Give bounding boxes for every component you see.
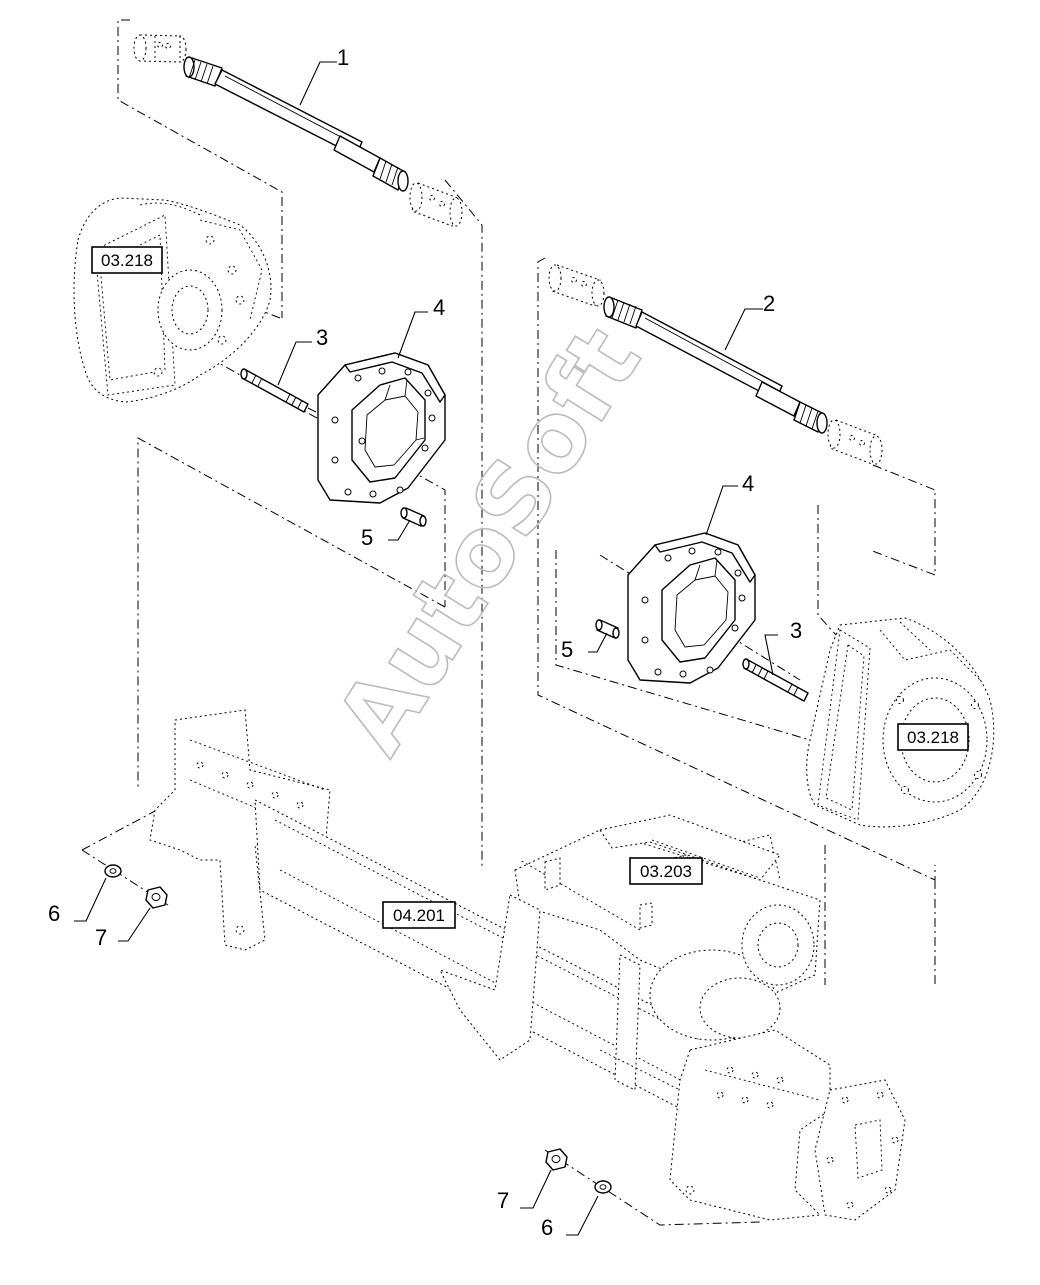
spacer-flange-left <box>317 352 446 504</box>
ref-box-03218-left[interactable]: 03.218 <box>91 246 163 274</box>
coupling-sleeve <box>133 34 187 63</box>
callout-4-left: 4 <box>433 295 445 320</box>
callout-1: 1 <box>337 45 349 70</box>
callout-5-right: 5 <box>561 637 573 662</box>
leader-lines <box>74 61 778 1236</box>
spacer-flange-right <box>627 532 756 684</box>
right-final-drive-housing <box>806 617 995 828</box>
drive-shaft-2 <box>548 264 883 465</box>
callout-3-left: 3 <box>316 325 328 350</box>
ref-box-03218-right[interactable]: 03.218 <box>897 723 969 751</box>
drive-shaft-1 <box>133 34 463 227</box>
callout-7-left: 7 <box>95 925 107 950</box>
ref-label: 03.218 <box>101 251 153 270</box>
dowel-pin-right <box>595 619 620 639</box>
callout-4-right: 4 <box>742 471 754 496</box>
ref-label: 04.201 <box>393 906 445 925</box>
callout-2: 2 <box>763 291 775 316</box>
dowel-pin-left <box>400 507 427 527</box>
ref-label: 03.218 <box>907 728 959 747</box>
nut-7-right <box>545 1148 568 1171</box>
washer-6-left <box>104 864 122 878</box>
ref-label: 03.203 <box>640 862 692 881</box>
assembly-lines <box>81 19 936 1226</box>
callout-7-right: 7 <box>497 1188 509 1213</box>
stud-bolt-left <box>240 368 321 415</box>
axle-housing <box>149 709 906 1221</box>
coupling-sleeve <box>548 264 605 307</box>
callout-6-right: 6 <box>541 1215 553 1240</box>
coupling-sleeve <box>827 419 883 465</box>
nut-7-left <box>145 886 168 909</box>
callout-6-left: 6 <box>48 901 60 926</box>
washer-6-right <box>594 1180 612 1194</box>
ref-box-03203[interactable]: 03.203 <box>629 857 703 885</box>
callout-3-right: 3 <box>790 618 802 643</box>
stud-bolt-right <box>742 658 809 702</box>
ref-box-04201[interactable]: 04.201 <box>382 901 456 929</box>
callout-5-left: 5 <box>361 525 373 550</box>
reference-boxes: 03.218 03.218 03.203 04.201 <box>91 246 969 929</box>
coupling-sleeve <box>409 182 463 227</box>
callout-numbers: 1 2 3 3 4 4 5 5 6 6 7 7 <box>48 45 802 1240</box>
